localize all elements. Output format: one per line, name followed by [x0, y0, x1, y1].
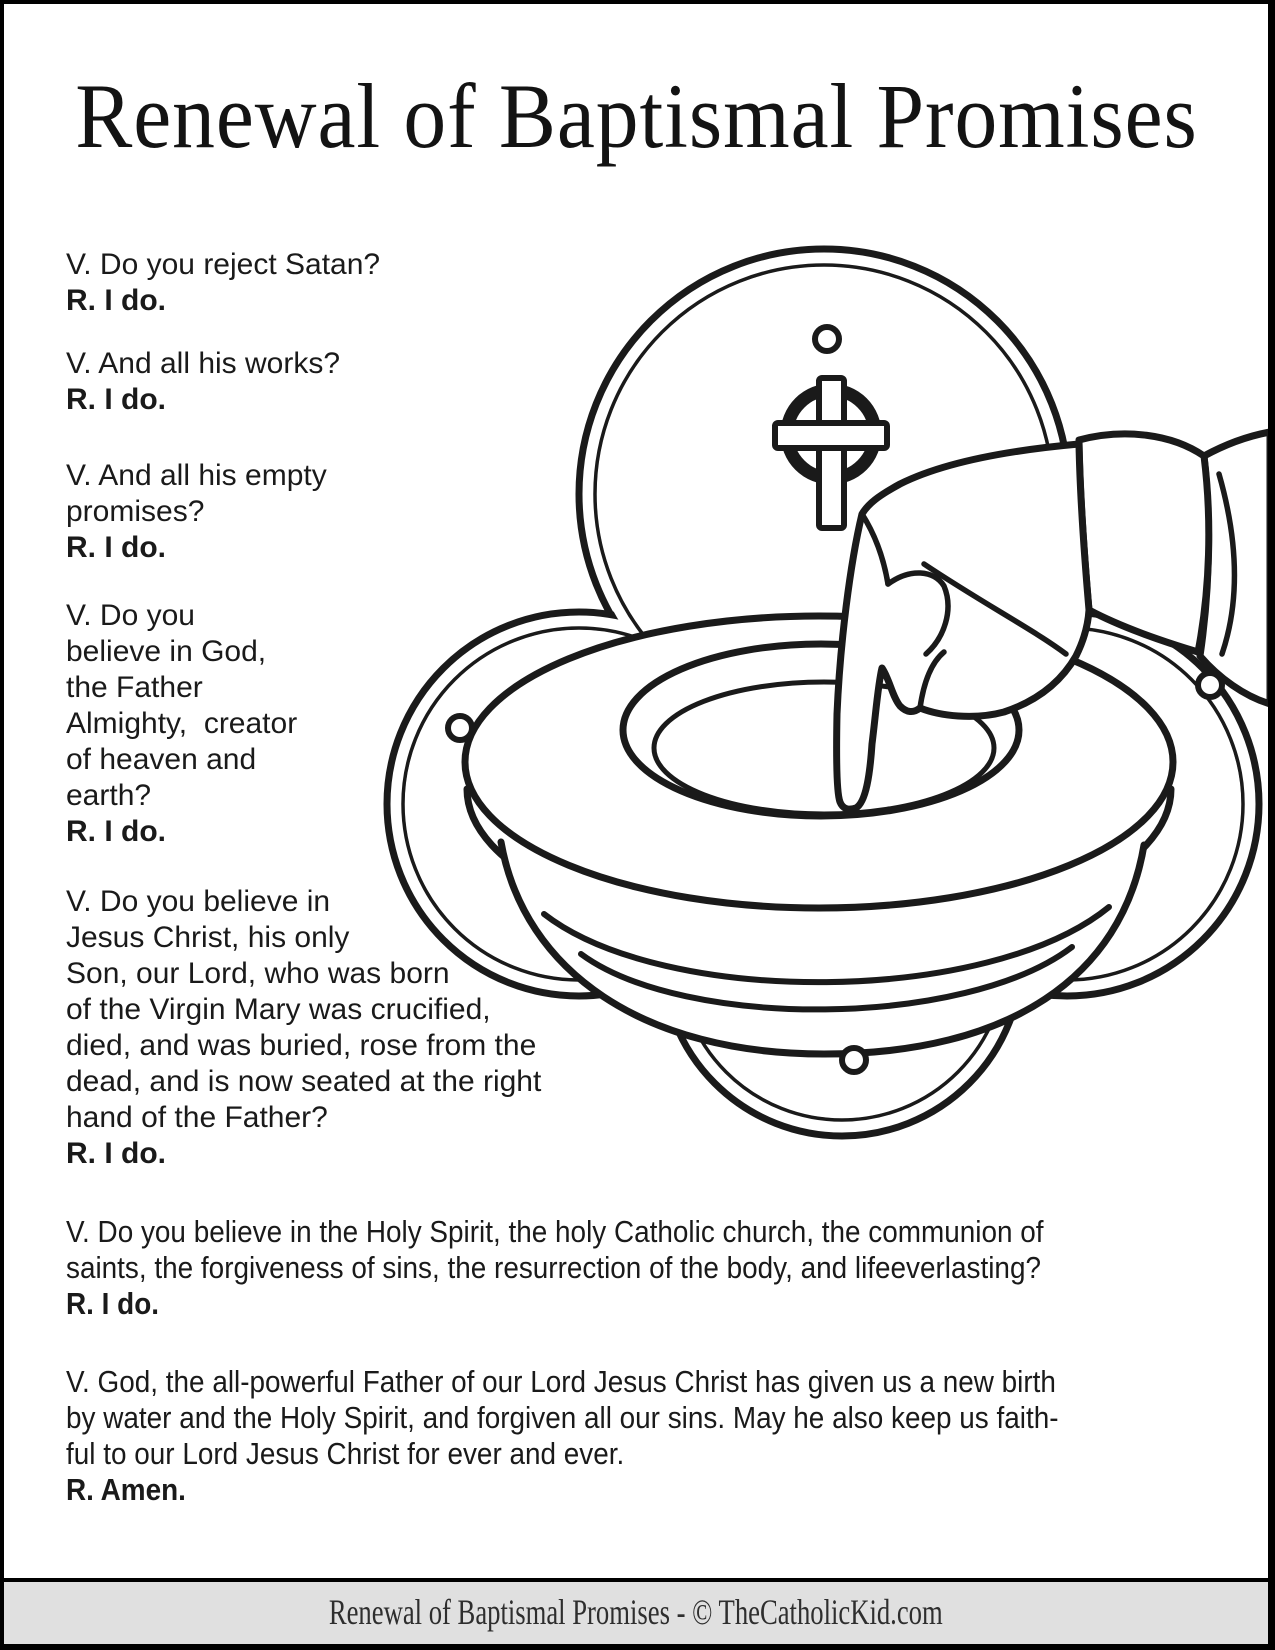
- dialogue-block: V. Do you reject Satan? R. I do.: [66, 247, 766, 319]
- footer-credit: Renewal of Baptismal Promises - © TheCat…: [329, 1592, 943, 1632]
- index-finger-crease: [859, 511, 891, 587]
- response-text: R. I do.: [66, 1137, 166, 1170]
- footer-bar: Renewal of Baptismal Promises - © TheCat…: [4, 1578, 1268, 1650]
- screw-hole-left: [445, 713, 475, 743]
- versicle-text: V. And all his empty promises?: [66, 459, 327, 528]
- sleeve-fold-line: [1216, 471, 1238, 657]
- dialogue-block: V. Do you believe in Jesus Christ, his o…: [66, 884, 766, 1172]
- response-text: R. I do.: [66, 815, 166, 848]
- screw-hole-right: [1195, 670, 1225, 700]
- dialogue-block: V. And all his works? R. I do.: [66, 346, 766, 418]
- response-text: R. I do.: [66, 531, 166, 564]
- response-text: R. I do.: [66, 1286, 159, 1321]
- versicle-text: V. Do you believe in the Holy Spirit, th…: [66, 1214, 1044, 1285]
- versicle-text: V. And all his works?: [66, 347, 341, 380]
- holy-water-font-illustration: [383, 245, 1268, 1140]
- finger-fold-line: [917, 649, 947, 711]
- versicle-text: V. Do you believe in God, the Father Alm…: [66, 599, 298, 812]
- response-text: R. Amen.: [66, 1472, 186, 1507]
- celtic-cross-icon: [772, 375, 890, 531]
- dialogue-block: V. Do you believe in God, the Father Alm…: [66, 598, 766, 850]
- dipping-hand: [833, 440, 1238, 813]
- bent-finger-line: [885, 570, 951, 657]
- dialogue-block: V. Do you believe in the Holy Spirit, th…: [66, 1214, 1263, 1322]
- knuckle-fold-line: [921, 561, 1069, 657]
- versicle-text: V. Do you believe in Jesus Christ, his o…: [66, 885, 542, 1134]
- screw-hole-top: [812, 324, 842, 354]
- response-text: R. I do.: [66, 383, 166, 416]
- bowl-band-line: [578, 944, 1075, 1013]
- bowl-band-line: [541, 904, 1112, 986]
- dialogue-block: V. God, the all-powerful Father of our L…: [66, 1364, 1263, 1508]
- page-header: Renewal of Baptismal Promises: [4, 65, 1268, 167]
- versicle-text: V. God, the all-powerful Father of our L…: [66, 1364, 1059, 1471]
- page-title: Renewal of Baptismal Promises: [74, 65, 1198, 167]
- stoup-bowl: [461, 612, 1177, 1058]
- dialogue-block: V. And all his empty promises? R. I do.: [66, 458, 766, 566]
- screw-holes: [445, 324, 1225, 1075]
- screw-hole-bottom: [839, 1045, 869, 1075]
- versicle-text: V. Do you reject Satan?: [66, 248, 381, 281]
- response-text: R. I do.: [66, 284, 166, 317]
